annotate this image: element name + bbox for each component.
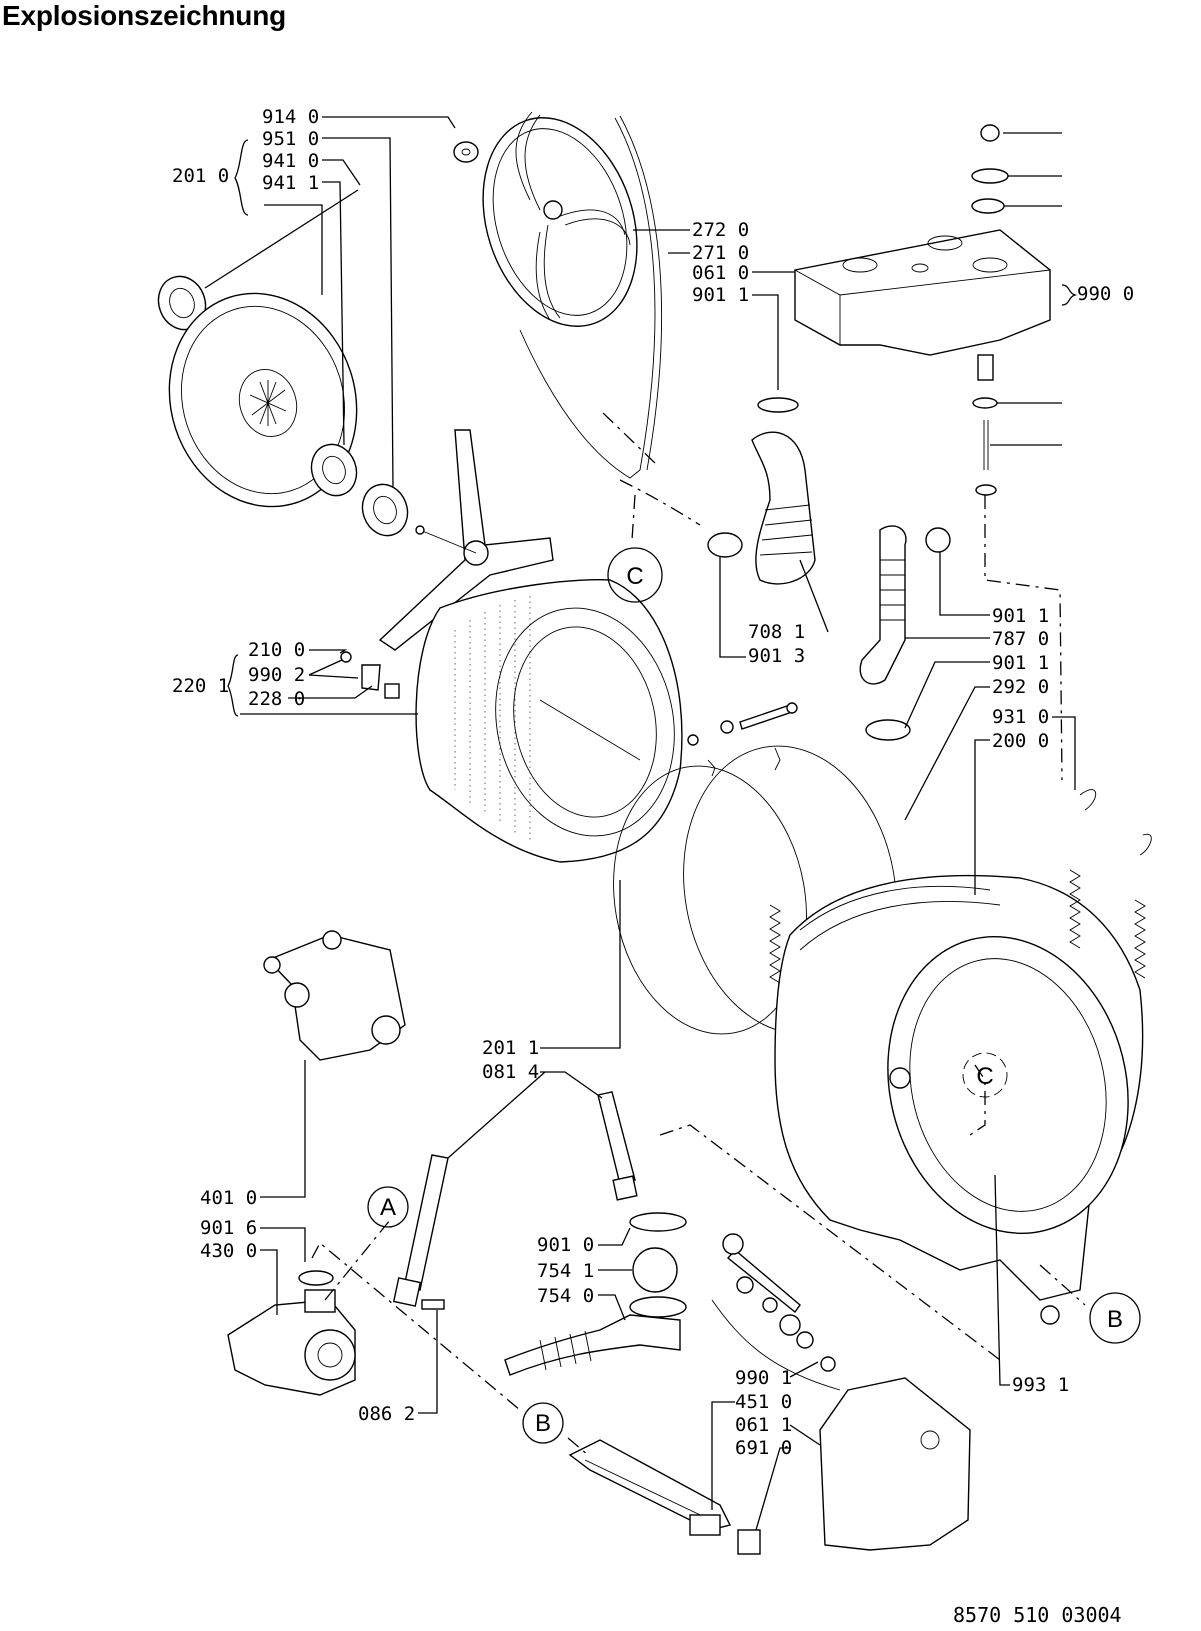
bearing-part bbox=[310, 443, 358, 497]
callout-901-6: 901 6 bbox=[200, 1217, 257, 1239]
page-title: Explosionszeichnung bbox=[2, 0, 287, 31]
callout-931-0: 931 0 bbox=[992, 706, 1049, 728]
connection-lines bbox=[311, 409, 1086, 1456]
bearing-part bbox=[361, 483, 409, 537]
connection-marker-b-right: B bbox=[1089, 1292, 1141, 1344]
callout-228-0: 228 0 bbox=[248, 688, 305, 710]
bearing-flange-part bbox=[168, 292, 358, 508]
sump-hose-part bbox=[751, 431, 816, 585]
shock-absorber-part bbox=[392, 1091, 638, 1307]
callout-754-1: 754 1 bbox=[537, 1260, 594, 1282]
callout-081-4: 081 4 bbox=[482, 1061, 539, 1083]
tub-part bbox=[774, 874, 1144, 1325]
callout-292-0: 292 0 bbox=[992, 676, 1049, 698]
callout-086-2: 086 2 bbox=[358, 1403, 415, 1425]
callout-061-0: 061 0 bbox=[692, 262, 749, 284]
svg-text:C: C bbox=[626, 563, 643, 590]
ntc-sensor-part bbox=[737, 1529, 761, 1555]
callout-951-0: 951 0 bbox=[262, 128, 319, 150]
drain-hose-part bbox=[504, 1314, 681, 1376]
leader-lines bbox=[204, 116, 1078, 1531]
drum-spider-part bbox=[378, 429, 554, 651]
motor-part bbox=[263, 930, 406, 1061]
callout-220-1-group: 220 1 bbox=[172, 675, 229, 697]
callout-691-0: 691 0 bbox=[735, 1437, 792, 1459]
suspension-spring-part bbox=[769, 789, 1152, 984]
counterweight-part bbox=[794, 229, 1051, 356]
svg-text:C: C bbox=[976, 1063, 993, 1090]
callout-061-1: 061 1 bbox=[735, 1414, 792, 1436]
nut-part bbox=[453, 141, 479, 163]
bearing-part bbox=[157, 275, 207, 331]
connection-marker-b-bottom: B bbox=[522, 1402, 564, 1444]
connection-marker-c-tub: C bbox=[962, 1052, 1008, 1098]
drive-belt-part bbox=[519, 117, 656, 479]
callout-210-0: 210 0 bbox=[248, 639, 305, 661]
connection-marker-a: A bbox=[367, 1186, 409, 1228]
drain-pump-part bbox=[227, 1289, 356, 1396]
screw-part bbox=[384, 683, 400, 699]
callout-430-0: 430 0 bbox=[200, 1240, 257, 1262]
callout-941-0: 941 0 bbox=[262, 150, 319, 172]
heating-element-part bbox=[568, 1439, 732, 1536]
callout-901-1-top: 901 1 bbox=[692, 284, 749, 306]
callout-labels: 914 0 951 0 941 0 941 1 201 0 272 0 271 … bbox=[172, 106, 1134, 1459]
screw-part bbox=[340, 651, 352, 663]
rear-cover-part bbox=[819, 1377, 971, 1551]
callout-990-1: 990 1 bbox=[735, 1367, 792, 1389]
callout-993-1: 993 1 bbox=[1012, 1374, 1069, 1396]
clip-part bbox=[361, 664, 381, 691]
svg-text:B: B bbox=[1107, 1306, 1123, 1333]
callout-451-0: 451 0 bbox=[735, 1391, 792, 1413]
callout-901-1-low: 901 1 bbox=[992, 652, 1049, 674]
drum-pulley-part bbox=[482, 111, 638, 327]
bolt-part bbox=[739, 704, 793, 730]
callout-401-0: 401 0 bbox=[200, 1187, 257, 1209]
callout-787-0: 787 0 bbox=[992, 628, 1049, 650]
tie-rod-part bbox=[711, 1233, 841, 1391]
callout-201-0-group: 201 0 bbox=[172, 165, 229, 187]
callout-901-1-mid: 901 1 bbox=[992, 605, 1049, 627]
clip-part bbox=[421, 1299, 445, 1310]
callout-754-0: 754 0 bbox=[537, 1285, 594, 1307]
filler-hose-part bbox=[859, 525, 907, 685]
callout-901-0: 901 0 bbox=[537, 1234, 594, 1256]
callout-272-0: 272 0 bbox=[692, 219, 749, 241]
svg-text:B: B bbox=[535, 1410, 551, 1437]
drawing-number: 8570 510 03004 bbox=[953, 1603, 1122, 1627]
callout-941-1: 941 1 bbox=[262, 172, 319, 194]
svg-text:A: A bbox=[380, 1194, 396, 1221]
drum-part bbox=[415, 579, 683, 863]
callout-271-0: 271 0 bbox=[692, 242, 749, 264]
callout-708-1: 708 1 bbox=[748, 621, 805, 643]
callout-990-2: 990 2 bbox=[248, 664, 305, 686]
callout-990-0-group: 990 0 bbox=[1077, 283, 1134, 305]
callout-901-3: 901 3 bbox=[748, 645, 805, 667]
callout-914-0: 914 0 bbox=[262, 106, 319, 128]
callout-201-1: 201 1 bbox=[482, 1037, 539, 1059]
connection-marker-c-top: C bbox=[607, 547, 663, 603]
callout-200-0: 200 0 bbox=[992, 730, 1049, 752]
